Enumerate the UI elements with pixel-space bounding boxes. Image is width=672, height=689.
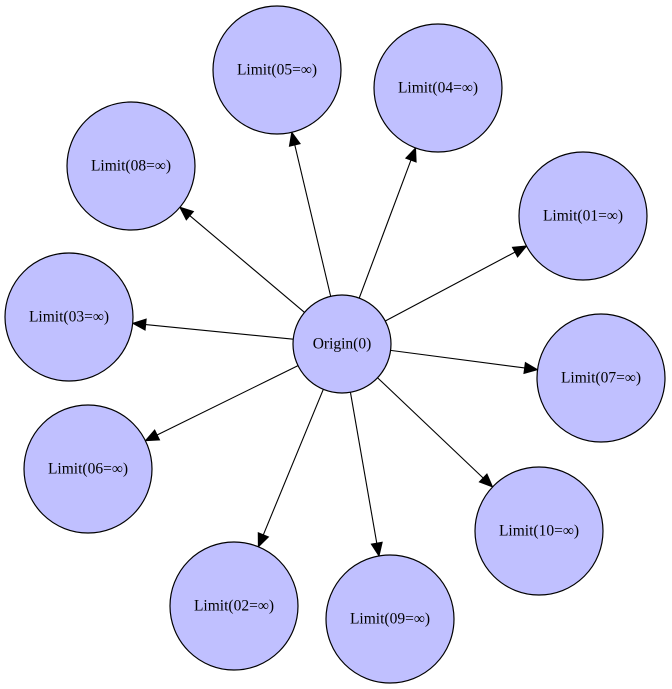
edge-origin-to-n08 bbox=[189, 215, 305, 313]
edges-layer bbox=[131, 131, 539, 558]
arrowhead-n09 bbox=[370, 541, 383, 558]
limit-node-08[interactable]: Limit(08=∞) bbox=[66, 101, 196, 231]
edge-origin-to-n02 bbox=[262, 389, 324, 536]
arrowhead-n08 bbox=[178, 206, 195, 221]
limit-node-06[interactable]: Limit(06=∞) bbox=[23, 404, 153, 534]
arrowhead-n06 bbox=[144, 429, 161, 442]
node-circle bbox=[518, 151, 648, 281]
arrowhead-n05 bbox=[288, 131, 301, 147]
node-label: Origin(0) bbox=[313, 336, 372, 353]
limit-node-09[interactable]: Limit(09=∞) bbox=[325, 554, 455, 684]
edge-origin-to-n06 bbox=[156, 365, 299, 436]
limit-node-10[interactable]: Limit(10=∞) bbox=[474, 466, 604, 596]
limit-node-03[interactable]: Limit(03=∞) bbox=[4, 252, 134, 382]
node-circle bbox=[23, 404, 153, 534]
node-label: Limit(09=∞) bbox=[350, 611, 430, 628]
node-label: Limit(03=∞) bbox=[29, 309, 109, 326]
node-label: Limit(05=∞) bbox=[237, 62, 317, 79]
node-circle bbox=[373, 23, 503, 153]
node-circle bbox=[474, 466, 604, 596]
arrowhead-n10 bbox=[478, 473, 494, 488]
edge-origin-to-n03 bbox=[145, 324, 294, 340]
node-label: Limit(07=∞) bbox=[561, 370, 641, 387]
node-label: Limit(10=∞) bbox=[499, 523, 579, 540]
edge-origin-to-n05 bbox=[294, 144, 332, 297]
edge-origin-to-n09 bbox=[349, 392, 378, 544]
arrowhead-n07 bbox=[523, 361, 539, 375]
limit-node-01[interactable]: Limit(01=∞) bbox=[518, 151, 648, 281]
limit-node-04[interactable]: Limit(04=∞) bbox=[373, 23, 503, 153]
node-circle bbox=[536, 313, 666, 443]
edge-origin-to-n04 bbox=[358, 159, 412, 299]
node-circle bbox=[4, 252, 134, 382]
edge-origin-to-n10 bbox=[377, 377, 484, 479]
node-circle bbox=[325, 554, 455, 684]
arrowhead-n03 bbox=[131, 318, 147, 331]
edge-origin-to-n01 bbox=[385, 251, 516, 322]
node-label: Limit(08=∞) bbox=[91, 158, 171, 175]
limit-node-07[interactable]: Limit(07=∞) bbox=[536, 313, 666, 443]
limit-node-05[interactable]: Limit(05=∞) bbox=[212, 5, 342, 135]
arrowhead-n01 bbox=[511, 245, 528, 258]
node-circle bbox=[169, 541, 299, 671]
origin-node[interactable]: Origin(0) bbox=[292, 294, 392, 394]
node-label: Limit(01=∞) bbox=[543, 208, 623, 225]
node-circle bbox=[212, 5, 342, 135]
limit-node-02[interactable]: Limit(02=∞) bbox=[169, 541, 299, 671]
node-label: Limit(02=∞) bbox=[194, 598, 274, 615]
node-circle bbox=[292, 294, 392, 394]
edge-origin-to-n07 bbox=[390, 349, 525, 369]
arrowhead-n04 bbox=[404, 146, 417, 163]
nodes-layer: Limit(05=∞) Limit(04=∞) Limit(08=∞) Limit(0… bbox=[4, 5, 666, 684]
node-circle bbox=[66, 101, 196, 231]
arrowhead-n02 bbox=[257, 531, 270, 549]
node-label: Limit(06=∞) bbox=[48, 461, 128, 478]
node-label: Limit(04=∞) bbox=[398, 80, 478, 97]
